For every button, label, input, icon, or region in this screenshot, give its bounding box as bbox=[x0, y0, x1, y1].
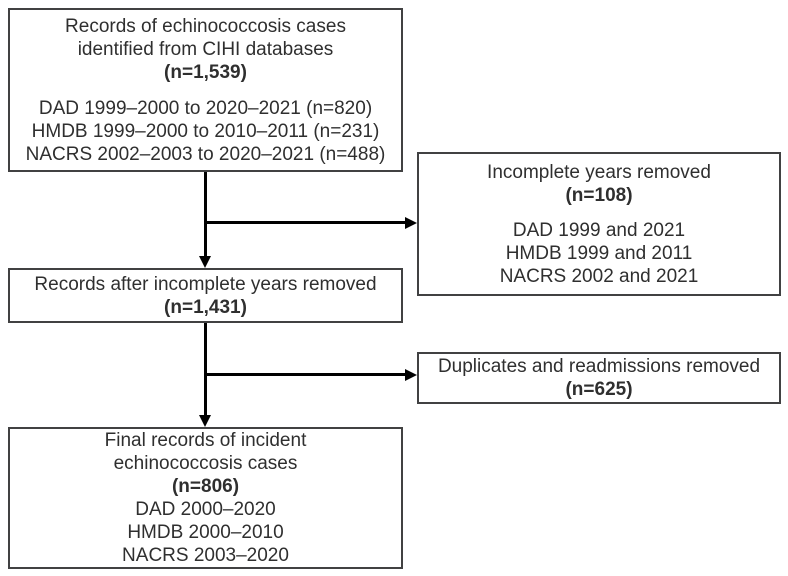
box-detail-line: DAD 1999 and 2021 bbox=[512, 219, 686, 241]
box-detail-line: HMDB 1999 and 2011 bbox=[505, 242, 693, 264]
box-count: (n=625) bbox=[565, 379, 633, 400]
box-detail-line: NACRS 2002–2003 to 2020–2021 (n=488) bbox=[25, 143, 386, 165]
box-title-line: echinococcosis cases bbox=[113, 453, 298, 474]
connector-after-to-final bbox=[204, 323, 207, 415]
arrowhead-down-icon bbox=[199, 256, 211, 268]
box-final-records: Final records of incident echinococcosis… bbox=[8, 427, 403, 569]
connector-identification-to-after bbox=[204, 172, 207, 258]
box-title-line: Incomplete years removed bbox=[487, 161, 711, 183]
box-detail-line: DAD 1999–2000 to 2020–2021 (n=820) bbox=[38, 97, 373, 119]
box-detail-line: DAD 2000–2020 bbox=[135, 499, 276, 520]
box-detail-line: HMDB 2000–2010 bbox=[127, 522, 284, 543]
box-count: (n=806) bbox=[171, 476, 240, 497]
arrowhead-right-icon bbox=[405, 217, 417, 229]
box-detail-line: NACRS 2003–2020 bbox=[122, 545, 289, 566]
arrowhead-right-icon bbox=[405, 369, 417, 381]
box-title-line: Records of echinococcosis cases bbox=[65, 15, 346, 37]
box-title-line: identified from CIHI databases bbox=[77, 38, 334, 60]
box-duplicates-removed: Duplicates and readmissions removed (n=6… bbox=[417, 352, 781, 404]
box-identification: Records of echinococcosis cases identifi… bbox=[8, 8, 403, 172]
box-count: (n=1,431) bbox=[164, 296, 247, 318]
connector-branch-to-duplicates bbox=[205, 373, 406, 376]
box-title-line: Final records of incident bbox=[104, 430, 307, 451]
box-title-line: Records after incomplete years removed bbox=[34, 273, 377, 295]
box-count: (n=108) bbox=[565, 184, 633, 206]
box-detail-line: NACRS 2002 and 2021 bbox=[499, 265, 699, 287]
box-detail-line: HMDB 1999–2000 to 2010–2011 (n=231) bbox=[31, 120, 380, 142]
box-count: (n=1,539) bbox=[164, 61, 247, 83]
box-title-line: Duplicates and readmissions removed bbox=[437, 356, 761, 377]
arrowhead-down-icon bbox=[199, 415, 211, 427]
box-after-incomplete-removed: Records after incomplete years removed (… bbox=[8, 268, 403, 323]
box-incomplete-years-removed: Incomplete years removed (n=108) DAD 199… bbox=[417, 152, 781, 296]
connector-branch-to-incomplete bbox=[205, 221, 406, 224]
